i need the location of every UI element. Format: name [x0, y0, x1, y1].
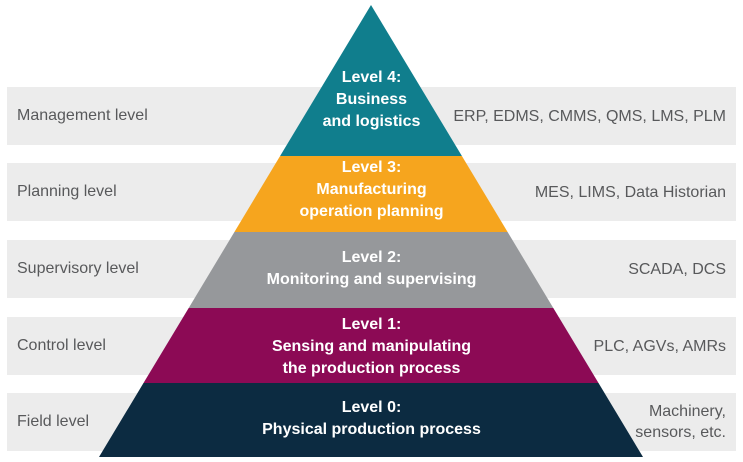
left-label-control: Control level	[17, 337, 106, 354]
left-label-management: Management level	[17, 107, 148, 124]
left-label-supervisory: Supervisory level	[17, 260, 139, 277]
right-label-level-3-systems: MES, LIMS, Data Historian	[534, 183, 726, 201]
right-label-level-4-systems: ERP, EDMS, CMMS, QMS, LMS, PLM	[453, 107, 726, 125]
pyramid-level-0-segment	[99, 383, 643, 457]
left-label-planning: Planning level	[17, 183, 117, 200]
right-label-level-1-systems: PLC, AGVs, AMRs	[593, 337, 726, 355]
pyramid-level-3-segment	[234, 156, 508, 232]
right-label-level-2-systems: SCADA, DCS	[628, 260, 726, 278]
pyramid-level-1-segment	[143, 308, 599, 383]
left-label-field: Field level	[17, 413, 90, 430]
pyramid-level-2-segment	[188, 232, 554, 308]
right-label-level-0-systems: Machinery, sensors, etc.	[635, 403, 726, 441]
pyramid-level-4-segment	[280, 5, 462, 156]
